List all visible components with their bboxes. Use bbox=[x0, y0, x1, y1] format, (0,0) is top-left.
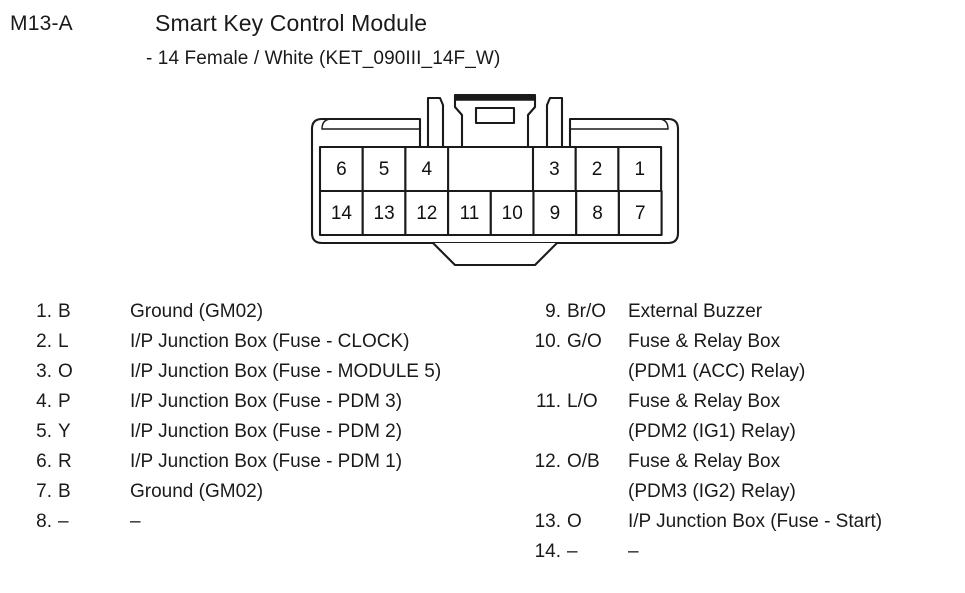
pin-description: I/P Junction Box (Fuse - Start) bbox=[628, 511, 883, 532]
latch-right-wing bbox=[545, 96, 564, 149]
pin-cell-12 bbox=[404, 189, 450, 237]
pin-list-item: 1. B Ground (GM02) bbox=[0, 297, 500, 327]
pin-wire-color: O/B bbox=[567, 451, 600, 472]
pin-label-4: 4 bbox=[422, 159, 433, 180]
pin-description: I/P Junction Box (Fuse - PDM 1) bbox=[130, 451, 403, 472]
pin-cell-6 bbox=[318, 145, 364, 193]
pin-cell-4 bbox=[404, 145, 450, 193]
pin-label-1: 1 bbox=[635, 159, 646, 180]
connector-subtitle: - 14 Female / White (KET_090III_14F_W) bbox=[146, 48, 501, 69]
pin-wire-color: G/O bbox=[567, 331, 602, 352]
pin-list-item-continuation: (PDM3 (IG2) Relay) bbox=[505, 477, 965, 507]
pin-description: I/P Junction Box (Fuse - MODULE 5) bbox=[130, 361, 442, 382]
pin-index: 13. bbox=[534, 511, 561, 532]
pin-description: Fuse & Relay Box bbox=[628, 331, 781, 352]
pin-cell-1 bbox=[617, 145, 663, 193]
module-title: Smart Key Control Module bbox=[155, 10, 428, 36]
connector-id-label: M13-A bbox=[10, 12, 73, 35]
pin-cell-3 bbox=[531, 145, 577, 193]
pin-wire-color: O bbox=[58, 361, 73, 382]
pin-label-3: 3 bbox=[549, 159, 560, 180]
connector-face-diagram: 6 5 4 3 2 1 14 13 12 11 10 9 8 7 bbox=[300, 85, 690, 285]
pin-list-item: 8. – – bbox=[0, 507, 500, 537]
pin-wire-color: O bbox=[567, 511, 582, 532]
pin-index: 6. bbox=[36, 451, 52, 472]
shell-corner-curl-left bbox=[321, 118, 331, 130]
pin-index: 4. bbox=[36, 391, 52, 412]
pin-label-7: 7 bbox=[635, 203, 646, 224]
pin-index: 2. bbox=[36, 331, 52, 352]
pin-list-item: 9. Br/O External Buzzer bbox=[505, 297, 965, 327]
pin-wire-color: B bbox=[58, 481, 71, 502]
pin-list-item: 4. P I/P Junction Box (Fuse - PDM 3) bbox=[0, 387, 500, 417]
pin-list-item: 5. Y I/P Junction Box (Fuse - PDM 2) bbox=[0, 417, 500, 447]
pin-wire-color: Br/O bbox=[567, 301, 607, 322]
pin-description: – bbox=[628, 541, 639, 562]
pin-list-item: 11. L/O Fuse & Relay Box bbox=[505, 387, 965, 417]
pin-label-9: 9 bbox=[550, 203, 561, 224]
pin-label-6: 6 bbox=[336, 159, 347, 180]
pin-label-11: 11 bbox=[460, 203, 480, 224]
pin-list-item-continuation: (PDM2 (IG1) Relay) bbox=[505, 417, 965, 447]
pin-index: 8. bbox=[36, 511, 52, 532]
pin-wire-color: P bbox=[58, 391, 71, 412]
pin-label-8: 8 bbox=[592, 203, 603, 224]
pin-list-right-column: 9. Br/O External Buzzer 10. G/O Fuse & R… bbox=[505, 297, 965, 567]
pin-label-10: 10 bbox=[502, 203, 523, 224]
pin-wire-color: – bbox=[58, 511, 69, 532]
latch-left-wing bbox=[426, 96, 445, 149]
pin-index: 1. bbox=[36, 301, 52, 322]
pin-list-item: 6. R I/P Junction Box (Fuse - PDM 1) bbox=[0, 447, 500, 477]
pin-wire-color: B bbox=[58, 301, 71, 322]
pin-description: I/P Junction Box (Fuse - PDM 2) bbox=[130, 421, 403, 442]
pin-description: (PDM1 (ACC) Relay) bbox=[628, 361, 806, 382]
pin-index: 9. bbox=[545, 301, 561, 322]
pin-list-item: 7. B Ground (GM02) bbox=[0, 477, 500, 507]
pin-list-item: 10. G/O Fuse & Relay Box bbox=[505, 327, 965, 357]
pin-wire-color: – bbox=[567, 541, 578, 562]
latch-inner-tab bbox=[474, 106, 516, 125]
pin-index: 5. bbox=[36, 421, 52, 442]
pin-label-12: 12 bbox=[416, 203, 437, 224]
pin-list-item: 3. O I/P Junction Box (Fuse - MODULE 5) bbox=[0, 357, 500, 387]
pin-label-13: 13 bbox=[374, 203, 395, 224]
pin-description: Fuse & Relay Box bbox=[628, 451, 781, 472]
pin-index: 11. bbox=[535, 391, 561, 412]
pin-label-14: 14 bbox=[331, 203, 353, 224]
pin-description: Ground (GM02) bbox=[130, 301, 264, 322]
shell-corner-curl-right bbox=[659, 118, 669, 130]
pin-list-item: 13. O I/P Junction Box (Fuse - Start) bbox=[505, 507, 965, 537]
pin-index: 12. bbox=[534, 451, 561, 472]
pin-list-item: 14. – – bbox=[505, 537, 965, 567]
pin-cell-9 bbox=[532, 189, 578, 237]
pin-cell-10 bbox=[489, 189, 535, 237]
pin-description: (PDM3 (IG2) Relay) bbox=[628, 481, 796, 502]
pin-description: I/P Junction Box (Fuse - PDM 3) bbox=[130, 391, 403, 412]
pin-label-2: 2 bbox=[592, 159, 603, 180]
pin-label-5: 5 bbox=[379, 159, 390, 180]
pin-index: 10. bbox=[534, 331, 561, 352]
pin-description: Fuse & Relay Box bbox=[628, 391, 781, 412]
pin-description: – bbox=[130, 511, 141, 532]
pin-cell-7 bbox=[617, 189, 663, 237]
pin-index: 14. bbox=[534, 541, 561, 562]
pin-description: I/P Junction Box (Fuse - CLOCK) bbox=[130, 331, 410, 352]
connector-bottom-tab bbox=[431, 241, 559, 267]
pin-description: Ground (GM02) bbox=[130, 481, 264, 502]
pin-list-item: 12. O/B Fuse & Relay Box bbox=[505, 447, 965, 477]
pin-description: (PDM2 (IG1) Relay) bbox=[628, 421, 796, 442]
pin-wire-color: R bbox=[58, 451, 72, 472]
pin-description: External Buzzer bbox=[628, 301, 763, 322]
pin-list-left-column: 1. B Ground (GM02) 2. L I/P Junction Box… bbox=[0, 297, 500, 537]
pin-list-item: 2. L I/P Junction Box (Fuse - CLOCK) bbox=[0, 327, 500, 357]
latch-top-bar bbox=[454, 94, 536, 101]
connector-svg: 6 5 4 3 2 1 14 13 12 11 10 9 8 7 bbox=[310, 93, 680, 267]
pin-wire-color: L bbox=[58, 331, 69, 352]
pin-wire-color: L/O bbox=[567, 391, 598, 412]
pin-index: 3. bbox=[36, 361, 52, 382]
pin-list-item-continuation: (PDM1 (ACC) Relay) bbox=[505, 357, 965, 387]
pin-wire-color: Y bbox=[58, 421, 71, 442]
pin-index: 7. bbox=[36, 481, 52, 502]
